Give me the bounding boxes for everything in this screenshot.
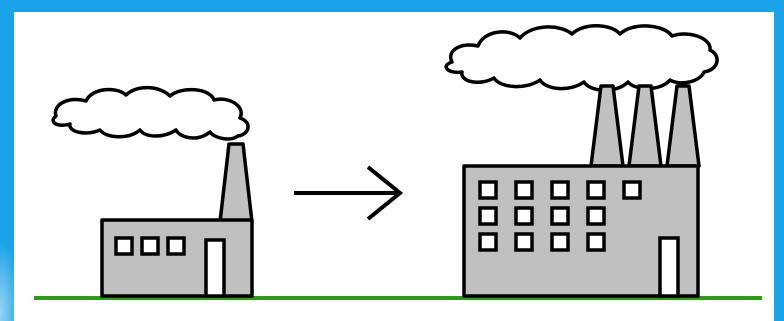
window (588, 234, 604, 250)
window (552, 234, 568, 250)
window (552, 208, 568, 224)
window (480, 234, 496, 250)
window (116, 238, 132, 254)
window (588, 182, 604, 198)
window (588, 208, 604, 224)
window (142, 238, 158, 254)
window (516, 182, 532, 198)
window (480, 182, 496, 198)
window (552, 182, 568, 198)
door (660, 238, 678, 296)
window (516, 234, 532, 250)
smoke-cloud-icon (446, 26, 717, 91)
building-body (102, 220, 252, 296)
window (480, 208, 496, 224)
window (516, 208, 532, 224)
window (624, 182, 640, 198)
door (206, 240, 224, 296)
window (168, 238, 184, 254)
